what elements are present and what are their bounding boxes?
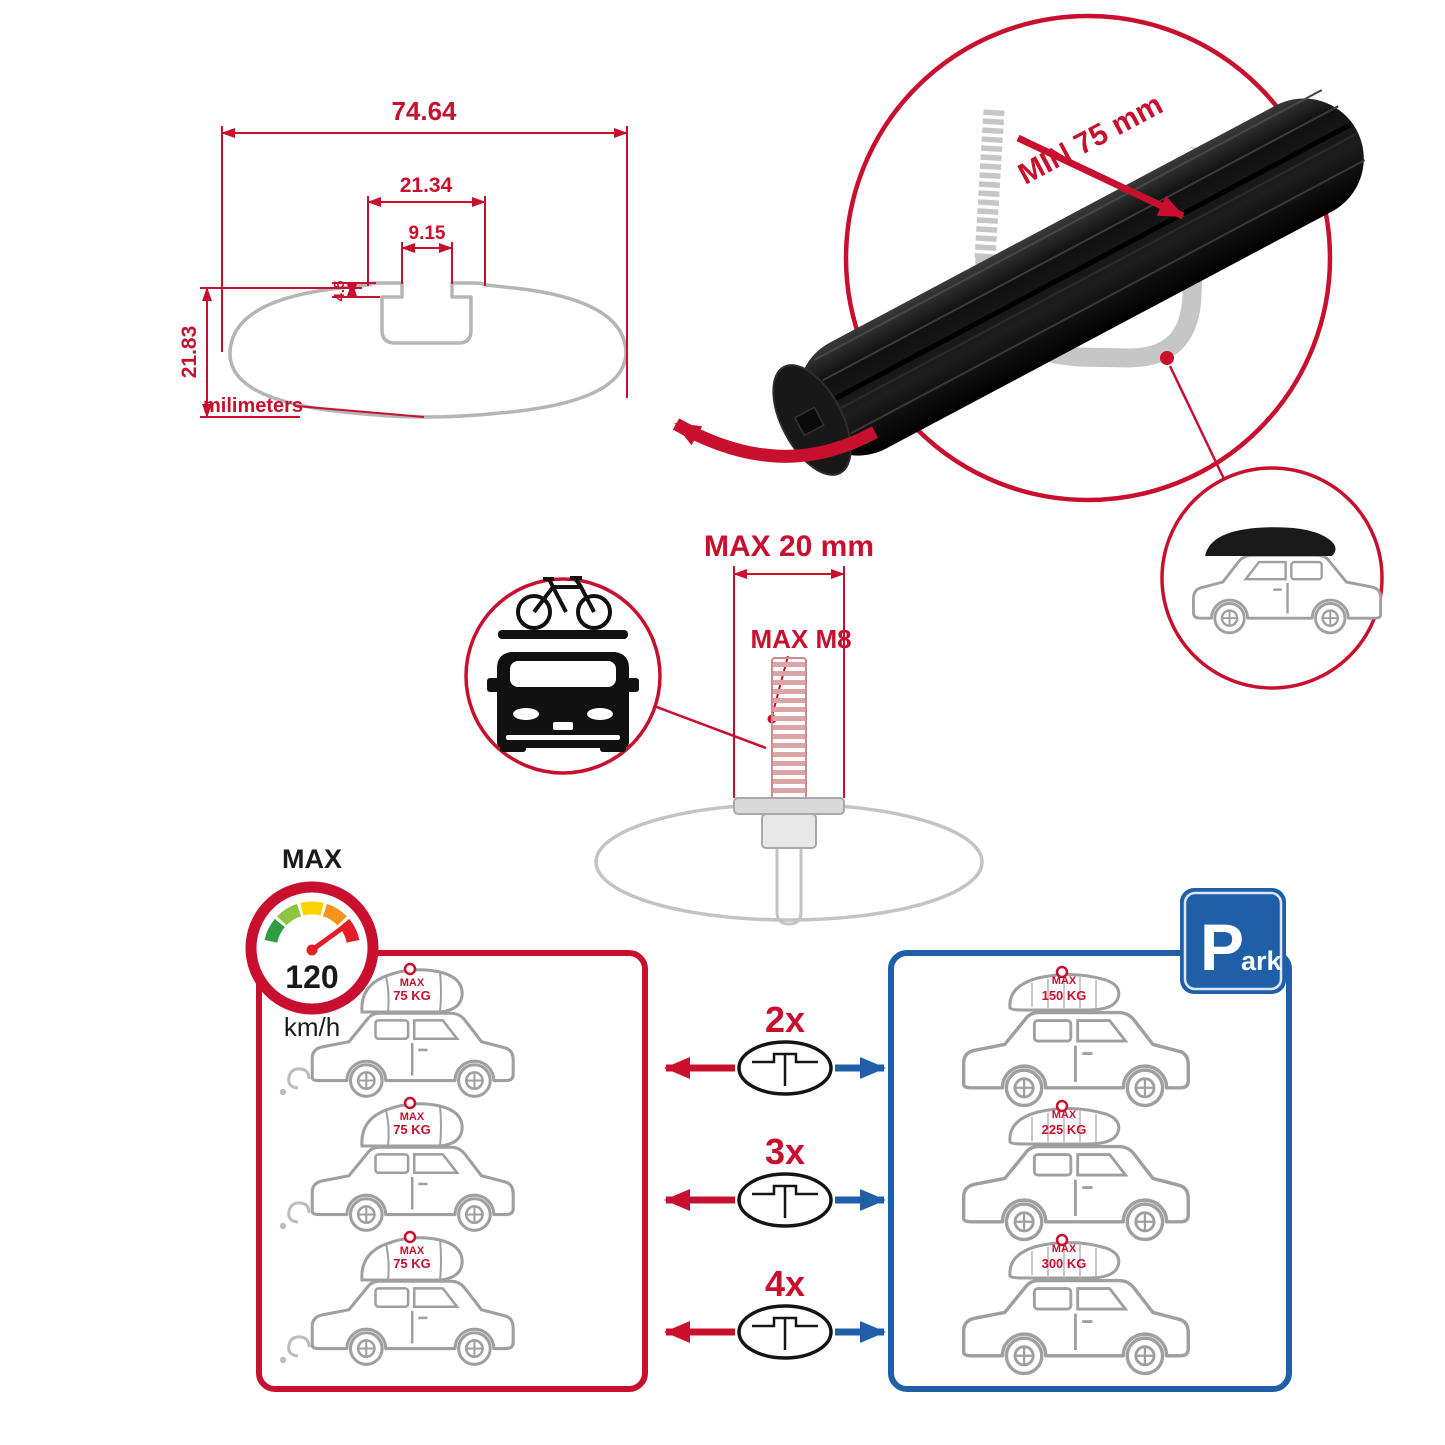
gauge-arcs bbox=[264, 901, 360, 944]
crossbar-section-icon bbox=[737, 1304, 833, 1360]
bolt-flange bbox=[733, 797, 845, 815]
profile-dimension-diagram: 74.64 21.34 9.15 4.5 21.83 milimeters bbox=[178, 96, 628, 419]
load-value: 75 KG bbox=[393, 988, 431, 1003]
multiplier-row-3: 4x bbox=[664, 1263, 886, 1360]
dim-unit-label: milimeters bbox=[203, 395, 303, 417]
park-sign-p: P bbox=[1200, 910, 1244, 984]
dim-step-height: 4.5 bbox=[331, 281, 348, 302]
profile-channel bbox=[775, 848, 803, 926]
multiplier-row-2: 3x bbox=[664, 1131, 886, 1228]
swoosh-arrow bbox=[672, 418, 879, 463]
gauge-needle bbox=[309, 926, 344, 953]
load-max-label: MAX bbox=[1052, 975, 1077, 987]
min-span-arrow bbox=[1016, 134, 1185, 220]
multiplier-label: 3x bbox=[765, 1131, 805, 1172]
load-max-label: MAX bbox=[1052, 1109, 1077, 1121]
load-max-label: MAX bbox=[1052, 1243, 1077, 1255]
speed-unit: km/h bbox=[284, 1012, 340, 1042]
load-value: 75 KG bbox=[393, 1122, 431, 1137]
load-value: 225 KG bbox=[1042, 1122, 1087, 1137]
load-value: 150 KG bbox=[1042, 988, 1087, 1003]
multiplier-rows: 2x 3x 4x bbox=[664, 999, 886, 1360]
black-roofbox bbox=[1205, 527, 1336, 556]
park-sign-ark: ark bbox=[1241, 946, 1283, 976]
park-sign: P ark bbox=[1180, 888, 1286, 994]
suv-roofbox-bubble bbox=[1160, 466, 1384, 690]
crossbar-section-icon bbox=[737, 1040, 833, 1096]
car-front-icon bbox=[487, 652, 639, 752]
crossbar-section-icon bbox=[737, 1172, 833, 1228]
dimension-lines bbox=[200, 126, 628, 418]
bolt-nut bbox=[761, 813, 817, 849]
bolt-dimension-lines bbox=[733, 566, 845, 798]
parked-car-1: MAX 150 KG bbox=[961, 965, 1190, 1108]
multiplier-row-1: 2x bbox=[664, 999, 886, 1096]
crossbar-detail-view: MIN 75 mm bbox=[672, 13, 1366, 503]
gauge-needle-hub bbox=[306, 944, 318, 956]
dim-channel-width: 21.34 bbox=[400, 174, 453, 197]
dim-slot-width: 9.15 bbox=[409, 223, 446, 244]
bolt-max-width-label: MAX 20 mm bbox=[704, 530, 874, 563]
leader-to-bolt bbox=[653, 704, 767, 750]
driving-panel: MAX 75 KG MAX 75 KG MAX 75 KG bbox=[256, 950, 648, 1392]
speed-limit-gauge: MAX 120 km/h bbox=[245, 844, 379, 1042]
bike-icon bbox=[516, 576, 612, 630]
load-max-label: MAX bbox=[400, 1245, 425, 1257]
parking-panel: MAX 150 KG MAX 225 KG MAX 300 KG P ark bbox=[888, 888, 1292, 1392]
multiplier-label: 4x bbox=[765, 1263, 805, 1304]
load-max-label: MAX bbox=[400, 1111, 425, 1123]
load-max-label: MAX bbox=[400, 977, 425, 989]
clamp-pivot-dot bbox=[1160, 351, 1174, 365]
speed-max-label: MAX bbox=[282, 844, 342, 874]
driving-car-1: MAX 75 KG bbox=[278, 962, 515, 1098]
driving-car-3: MAX 75 KG bbox=[278, 1230, 515, 1366]
load-value: 300 KG bbox=[1042, 1256, 1087, 1271]
parked-car-3: MAX 300 KG bbox=[961, 1233, 1190, 1376]
bolt-max-thread-label: MAX M8 bbox=[750, 624, 851, 654]
parked-car-2: MAX 225 KG bbox=[961, 1099, 1190, 1242]
speed-value: 120 bbox=[285, 959, 338, 995]
multiplier-label: 2x bbox=[765, 999, 805, 1040]
bike-car-bubble bbox=[464, 576, 767, 775]
leader-to-suv bbox=[1168, 365, 1226, 480]
dim-height-total: 21.83 bbox=[178, 326, 201, 379]
bolt bbox=[733, 657, 845, 849]
roof-rack-bar bbox=[498, 630, 628, 639]
bolt-detail: MAX 20 mm MAX M8 bbox=[594, 530, 984, 926]
driving-car-2: MAX 75 KG bbox=[278, 1096, 515, 1232]
load-value: 75 KG bbox=[393, 1256, 431, 1271]
dim-width-total: 74.64 bbox=[391, 96, 457, 126]
